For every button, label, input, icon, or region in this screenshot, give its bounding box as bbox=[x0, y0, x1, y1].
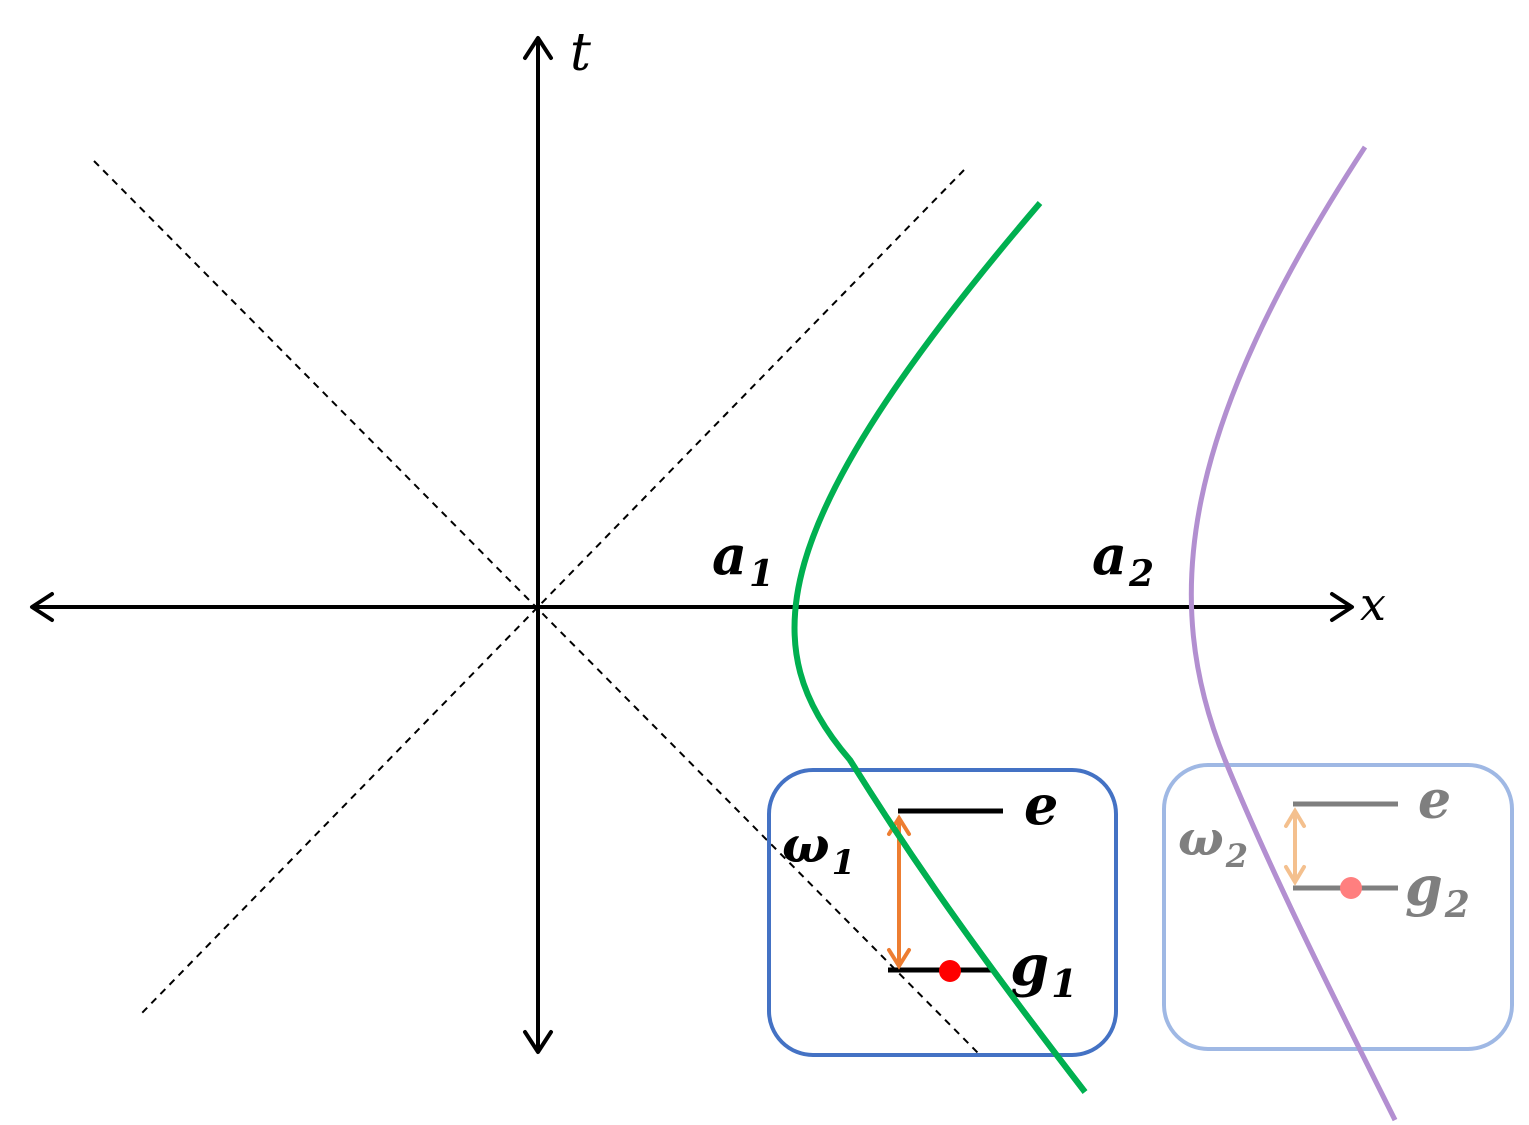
detector-2-box bbox=[1162, 763, 1514, 1051]
trajectory-2-label: a2 bbox=[1092, 523, 1154, 595]
detector-1-box bbox=[767, 768, 1118, 1057]
gap-label-2: ω2 bbox=[1178, 811, 1248, 875]
trajectory-2-curve bbox=[1188, 145, 1398, 1122]
ground-label-2: g2 bbox=[1405, 854, 1470, 926]
detector-1: e g1 ω1 bbox=[767, 768, 1118, 1057]
ground-label-1: g1 bbox=[1010, 933, 1078, 1006]
trajectory-2-overlay bbox=[1222, 759, 1398, 1122]
transition-arrow-1-bottom-head bbox=[887, 948, 911, 970]
gap-label-1: ω1 bbox=[782, 815, 855, 883]
transition-arrow-2-top-head bbox=[1284, 807, 1306, 828]
x-axis bbox=[30, 592, 1354, 622]
detector-2: e g2 ω2 bbox=[1162, 763, 1514, 1051]
trajectory-1-overlay bbox=[847, 758, 1088, 1094]
x-axis-label: x bbox=[1360, 577, 1386, 631]
population-dot-2 bbox=[1340, 877, 1362, 899]
transition-arrow-2-bottom-head bbox=[1284, 865, 1306, 886]
light-cone-line-right bbox=[139, 169, 965, 1016]
trajectory-1-label: a1 bbox=[712, 523, 774, 595]
population-dot-1 bbox=[939, 960, 961, 982]
t-axis-label: t bbox=[570, 23, 591, 83]
excited-label-1: e bbox=[1024, 773, 1058, 837]
t-axis bbox=[523, 36, 553, 1054]
excited-label-2: e bbox=[1418, 770, 1451, 831]
